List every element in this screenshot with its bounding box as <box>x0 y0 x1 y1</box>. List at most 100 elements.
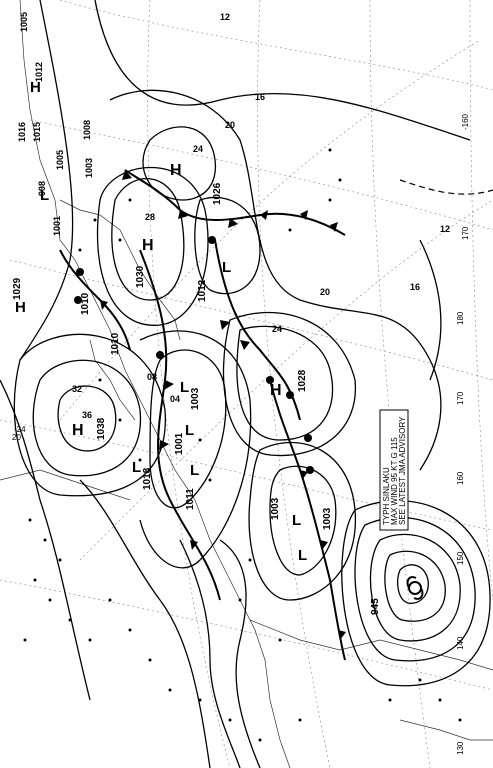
center-value: 1001 <box>52 216 62 236</box>
typhoon-max-wind: MAX WIND 95 KT G 115 <box>390 437 399 525</box>
contour-label: 36 <box>82 410 92 420</box>
contour-label: 24 <box>272 324 282 334</box>
center-value: 1003 <box>190 387 201 410</box>
contour-labels: 12 16 20 24 28 32 36 08 04 12 16 20 24 <box>72 12 450 420</box>
center-value: 1012 <box>197 279 208 302</box>
center-letter: L <box>132 459 141 476</box>
center-letter: H <box>72 422 84 439</box>
lat-label: 20 <box>12 433 21 442</box>
typhoon-name: TYPH SINLAKU <box>382 467 391 525</box>
center-letter: H <box>15 299 26 316</box>
center-letter: H <box>270 382 282 399</box>
center-18: H 1038 <box>72 417 107 440</box>
center-value: 1003 <box>84 158 94 178</box>
contour-label: 20 <box>225 120 235 130</box>
center-value: 1030 <box>135 265 146 288</box>
typhoon-advisory-box: TYPH SINLAKU MAX WIND 95 KT G 115 SEE LA… <box>379 409 409 531</box>
center-value: 1038 <box>96 417 107 440</box>
center-4: 1005 <box>55 150 65 170</box>
center-value: 1005 <box>19 12 29 32</box>
center-13: 1010 <box>80 292 91 315</box>
center-10: H 1030 <box>135 237 154 288</box>
contour-label: 08 <box>147 372 157 382</box>
center-value: 1018 <box>142 467 153 490</box>
center-1: 1012 <box>34 62 44 82</box>
contour-label: 24 <box>193 144 203 154</box>
center-2: 1016 <box>17 122 27 142</box>
center-letter: H <box>142 237 154 254</box>
center-letter: H <box>30 79 41 96</box>
contour-label: 32 <box>72 384 82 394</box>
center-value: 1026 <box>212 182 223 205</box>
center-value: 1010 <box>110 332 121 355</box>
center-11: L 1012 <box>197 259 231 302</box>
center-14: 1010 <box>110 332 121 355</box>
fronts <box>59 169 346 661</box>
lon-label: 150 <box>456 551 465 565</box>
station-plots <box>23 148 462 742</box>
center-letter: L <box>185 422 194 439</box>
typhoon-symbol <box>406 576 424 600</box>
center-5: 1008 <box>82 120 92 140</box>
center-8: 1003 <box>84 158 94 178</box>
center-value: 1015 <box>32 122 42 142</box>
center-3: 1015 <box>32 122 42 142</box>
contour-label: 28 <box>145 212 155 222</box>
center-9: H 1026 <box>170 162 223 205</box>
center-15: H 1028 <box>270 369 308 399</box>
center-value: 1011 <box>185 488 196 510</box>
center-value: 1010 <box>80 292 91 315</box>
lon-label: 130 <box>456 741 465 755</box>
center-value: 1029 <box>12 277 23 300</box>
center-value: 1028 <box>297 369 308 392</box>
center-value: 1016 <box>17 122 27 142</box>
contour-label: 16 <box>255 92 265 102</box>
center-value: 1005 <box>55 150 65 170</box>
center-letter: L <box>222 259 231 276</box>
center-letter: L <box>190 462 199 479</box>
center-value: 1012 <box>34 62 44 82</box>
center-7: 1001 <box>52 216 62 236</box>
center-letter: L <box>292 512 301 529</box>
lon-label: 180 <box>456 311 465 325</box>
longitude-labels: -160 170 180 170 160 150 140 130 <box>456 113 470 755</box>
contour-label: 20 <box>320 287 330 297</box>
center-value: 1003 <box>270 497 281 520</box>
lon-label: 170 <box>461 226 470 240</box>
contour-label: 16 <box>410 282 420 292</box>
cold-front-markers <box>100 170 346 640</box>
center-letter: L <box>40 187 49 204</box>
contour-label: 12 <box>440 224 450 234</box>
center-0: H 1005 <box>19 12 41 96</box>
center-22: L 1003 <box>298 507 333 564</box>
contour-label: 04 <box>170 394 180 404</box>
center-value: 998 <box>37 181 47 196</box>
center-letter: H <box>170 162 182 179</box>
typhoon-pressure: 945 <box>370 598 381 615</box>
lon-label: 140 <box>456 636 465 650</box>
center-letter: L <box>180 379 189 396</box>
center-20: L 1011 <box>185 462 199 510</box>
center-value: 1003 <box>322 507 333 530</box>
lon-label: -160 <box>461 113 470 130</box>
center-21: L 1003 <box>270 497 301 529</box>
warm-front-markers <box>74 236 314 474</box>
lon-label: 160 <box>456 471 465 485</box>
latitude-labels: 20 -24 <box>12 425 26 442</box>
center-value: 1008 <box>82 120 92 140</box>
lon-label: 170 <box>456 391 465 405</box>
lat-label: -24 <box>14 425 26 434</box>
typhoon-advisory: SEE LATEST JMA ADVISORY <box>398 416 407 525</box>
center-value: 1001 <box>174 432 185 455</box>
contour-label: 12 <box>220 12 230 22</box>
center-letter: L <box>298 547 307 564</box>
